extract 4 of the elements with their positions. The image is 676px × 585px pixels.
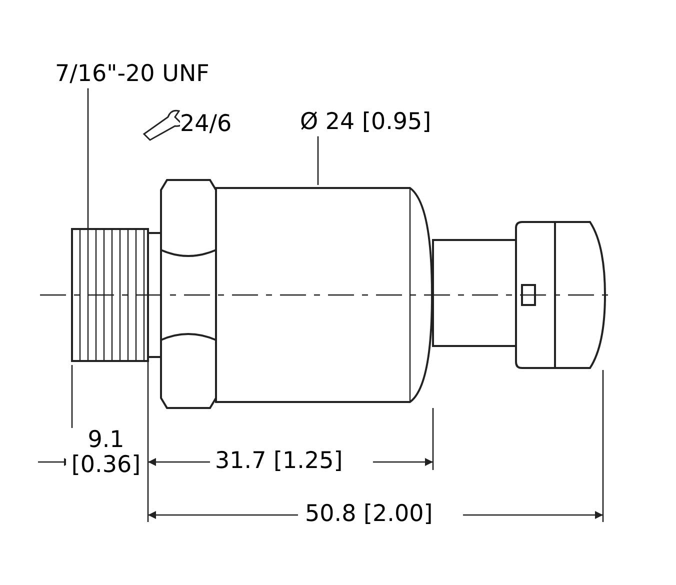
sensor-body [215,184,434,406]
leader-line [87,88,89,229]
threaded-fitting [71,228,149,362]
leader-line [317,136,319,185]
